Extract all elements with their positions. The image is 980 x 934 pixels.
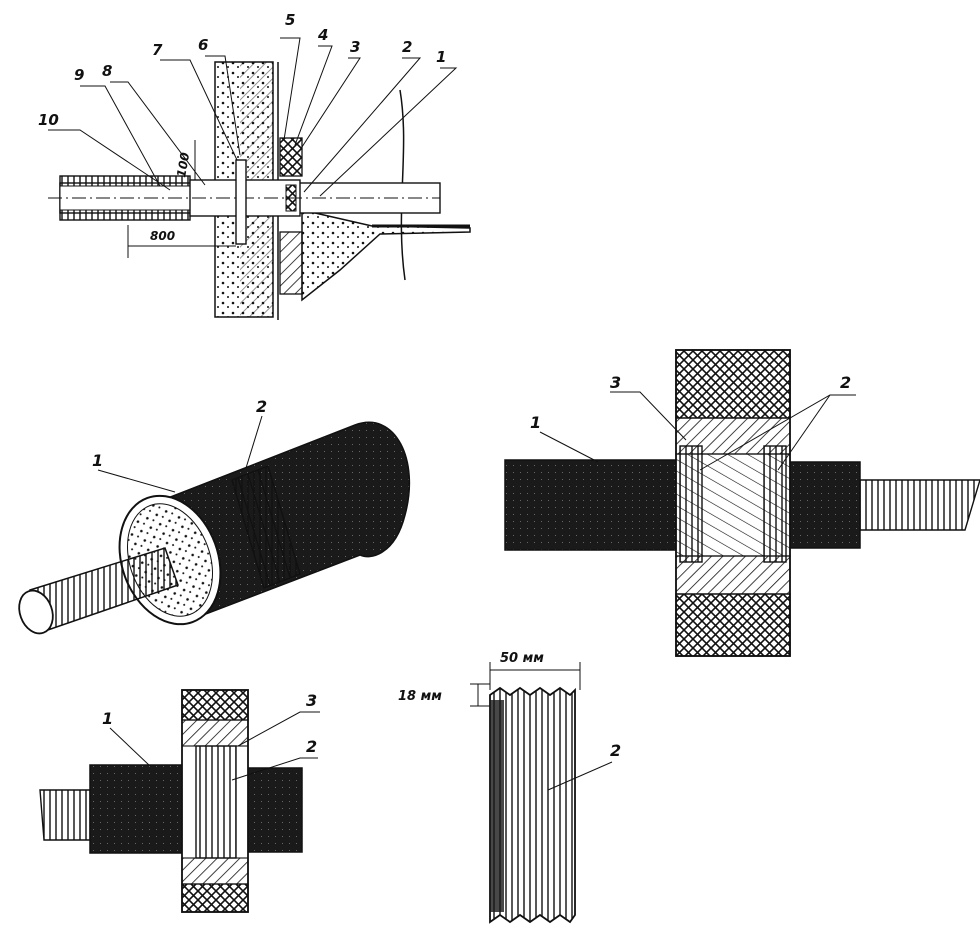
callout-top-6: 6 <box>198 36 208 54</box>
callout-top-9: 9 <box>74 66 84 84</box>
seal-section-bottom-left: 1 3 2 <box>39 689 320 913</box>
leader-bl-2 <box>231 757 318 781</box>
callout-top-3: 3 <box>350 38 360 56</box>
wrap-bl <box>195 745 237 859</box>
wrap-right <box>763 445 787 563</box>
mortar-bottom-bl <box>181 857 249 885</box>
callout-top-4: 4 <box>317 26 328 44</box>
seal-ring <box>285 184 297 212</box>
earth-boundary <box>399 89 406 281</box>
dim-100-label: 100 <box>174 151 192 178</box>
leader-iso-1 <box>97 469 176 493</box>
cable-isometric-view: 1 2 <box>18 397 411 635</box>
seal-section-right: 1 3 2 <box>504 349 980 657</box>
callout-bl-3: 3 <box>306 691 317 710</box>
leader-right-3 <box>610 391 687 441</box>
leader-bl-1 <box>109 727 151 767</box>
wall-penetration-section: 10 9 8 7 6 5 4 3 2 1 100 800 <box>38 11 471 320</box>
callout-iso-1: 1 <box>92 451 103 470</box>
callout-top-5: 5 <box>285 11 295 29</box>
callout-top-10: 10 <box>38 111 59 129</box>
wrap-left <box>679 445 703 563</box>
wrap-band <box>231 465 301 589</box>
cable-sheath-right-right <box>779 461 861 549</box>
callout-right-2: 2 <box>840 373 851 392</box>
cable-sheath-right-left <box>504 459 681 551</box>
soil-mound <box>301 209 471 302</box>
leader-bl-3 <box>237 711 320 747</box>
leader-strip-2 <box>547 761 613 791</box>
wrap-lines <box>237 469 291 586</box>
cable-sheath-bl-right <box>244 767 303 853</box>
callout-top-2: 2 <box>402 38 412 56</box>
conductor-bl <box>39 789 91 841</box>
callout-top-7: 7 <box>152 41 163 59</box>
callout-top-8: 8 <box>102 62 112 80</box>
brick-bottom-bl <box>181 883 249 913</box>
brick-top-bl <box>181 689 249 721</box>
dim-800-label: 800 <box>150 229 175 243</box>
strip-shade <box>490 700 504 912</box>
brick-bottom <box>675 593 791 657</box>
outer-layer <box>279 137 303 177</box>
callout-iso-2: 2 <box>256 397 267 416</box>
mortar-top-bl <box>181 719 249 747</box>
callout-bl-1: 1 <box>102 709 113 728</box>
callout-bl-2: 2 <box>306 737 317 756</box>
leader-right-2b <box>777 394 831 471</box>
dim-18-label: 18 мм <box>398 689 442 704</box>
conductor-right <box>859 479 980 531</box>
dim-50-label: 50 мм <box>500 651 544 666</box>
callout-top-1: 1 <box>436 48 446 66</box>
outer-layer-lower <box>279 231 303 295</box>
callout-right-1: 1 <box>530 413 541 432</box>
leader-iso-2 <box>245 415 263 469</box>
wrap-strip-detail: 50 мм 18 мм 2 <box>398 651 621 924</box>
callout-strip-2: 2 <box>610 741 621 760</box>
leader-right-1 <box>539 431 599 463</box>
seal-plug <box>235 159 247 245</box>
top-leaders <box>48 37 458 197</box>
cable-sheath-bl-left <box>89 764 186 854</box>
strip-outline <box>489 686 576 924</box>
callout-right-3: 3 <box>610 373 621 392</box>
brick-top <box>675 349 791 419</box>
conductor-end <box>18 589 54 635</box>
